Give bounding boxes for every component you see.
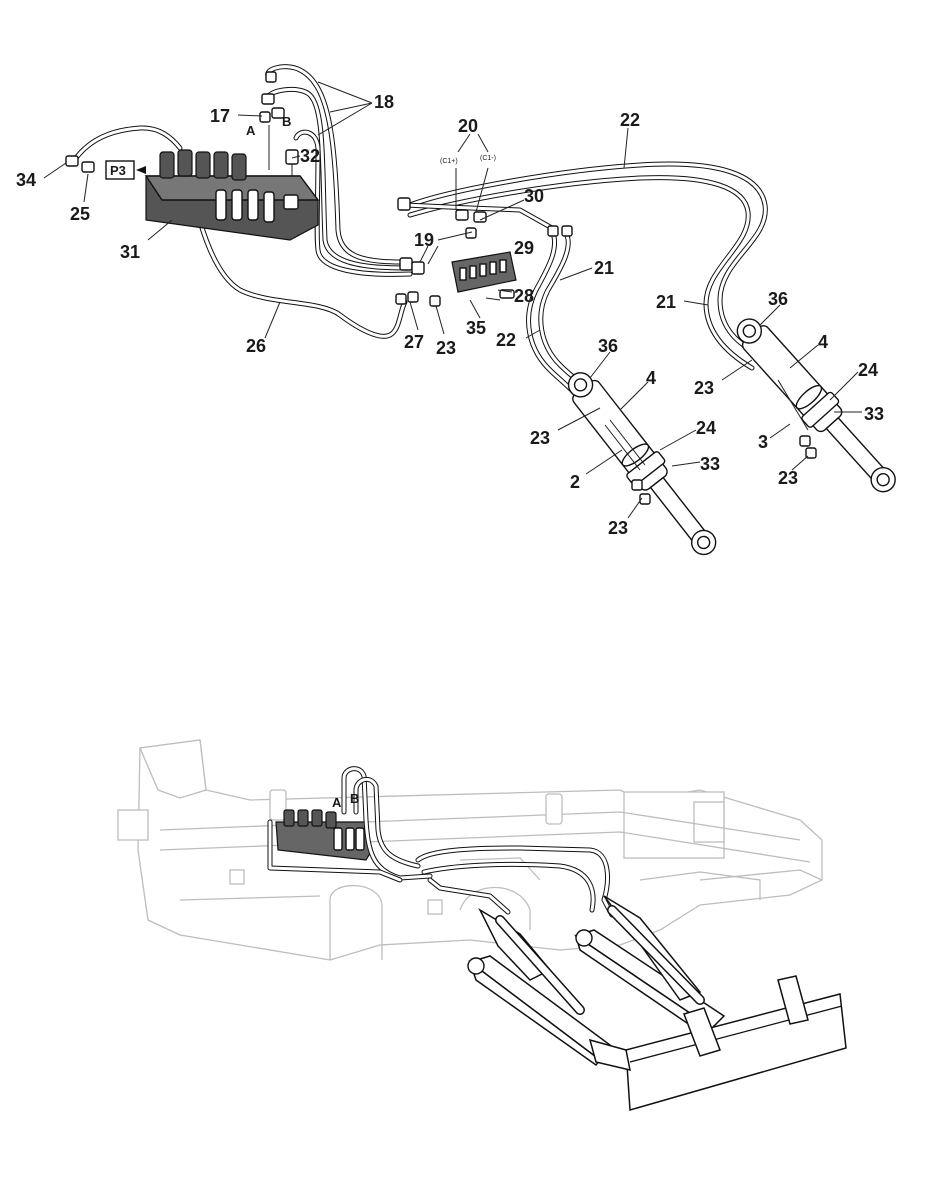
callout-23-left-upper: 23 (530, 428, 550, 448)
callout-20: 20 (458, 116, 478, 136)
installed-valve-block (275, 809, 373, 861)
callout-36-right: 36 (768, 289, 788, 309)
port-a-label: A (246, 123, 256, 138)
callout-23-left-lower: 23 (608, 518, 628, 538)
p3-label: P3 (110, 163, 126, 178)
callout-labels: 17 18 A B 32 34 25 P3 31 26 20 (C1+) (C1… (16, 92, 884, 538)
callout-2: 2 (570, 472, 580, 492)
callout-35: 35 (466, 318, 486, 338)
callout-33-right: 33 (864, 404, 884, 424)
callout-22-top: 22 (620, 110, 640, 130)
callout-19: 19 (414, 230, 434, 250)
right-lift-cylinder (736, 318, 896, 493)
callout-23-valve: 23 (436, 338, 456, 358)
callout-22-lower: 22 (496, 330, 516, 350)
installed-hoses (267, 766, 615, 918)
callout-4-right: 4 (818, 332, 828, 352)
c1-minus-label: (C1-) (480, 155, 496, 162)
callout-23-right-upper: 23 (694, 378, 714, 398)
callout-21-right: 21 (656, 292, 676, 312)
exploded-view: 17 18 A B 32 34 25 P3 31 26 20 (C1+) (C1… (16, 64, 896, 556)
callout-leaders (43, 81, 862, 519)
callout-36-left: 36 (598, 336, 618, 356)
control-valve-block (144, 149, 320, 241)
auxiliary-valve (395, 197, 573, 319)
fittings-top (259, 71, 299, 180)
dozer-blade (588, 975, 847, 1111)
callout-4-left: 4 (646, 368, 656, 388)
callout-24-right: 24 (858, 360, 878, 380)
callout-24-left: 24 (696, 418, 716, 438)
hose-assemblies (73, 64, 768, 403)
callout-27: 27 (404, 332, 424, 352)
callout-26: 26 (246, 336, 266, 356)
c1-plus-label: (C1+) (440, 158, 458, 165)
port-b-label: B (282, 114, 291, 129)
inlet-fittings (65, 155, 146, 180)
callout-28: 28 (514, 286, 534, 306)
callout-17: 17 (210, 106, 230, 126)
callout-29: 29 (514, 238, 534, 258)
left-lift-cylinder (567, 372, 717, 556)
installation-view: A B (117, 739, 847, 1111)
callout-18: 18 (374, 92, 394, 112)
callout-34: 34 (16, 170, 36, 190)
callout-33-left: 33 (700, 454, 720, 474)
install-port-a-label: A (332, 795, 342, 810)
callout-32: 32 (300, 146, 320, 166)
callout-23-right-lower: 23 (778, 468, 798, 488)
callout-25: 25 (70, 204, 90, 224)
callout-3: 3 (758, 432, 768, 452)
install-port-b-label: B (350, 791, 359, 806)
callout-30: 30 (524, 186, 544, 206)
callout-21-left: 21 (594, 258, 614, 278)
callout-31: 31 (120, 242, 140, 262)
